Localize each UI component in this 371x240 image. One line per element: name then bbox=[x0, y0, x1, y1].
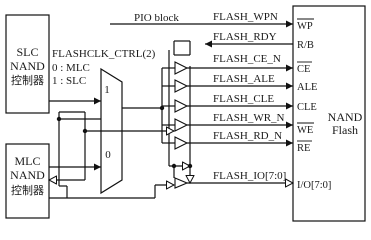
slc-controller-block: SLC NAND 控制器 bbox=[5, 14, 50, 114]
pin-we: WE bbox=[297, 125, 313, 136]
signal-flash-cle: FLASH_CLE bbox=[213, 93, 274, 105]
mux-select-label: FLASHCLK_CTRL(2) bbox=[52, 48, 156, 60]
controller-wiring bbox=[49, 40, 190, 199]
mux-output-fanout bbox=[122, 67, 175, 144]
bus-flash-io: FLASH_IO[7:0] bbox=[213, 170, 286, 182]
junction-dots bbox=[56, 105, 193, 169]
pin-cle: CLE bbox=[297, 102, 317, 113]
pin-ale: ALE bbox=[297, 82, 317, 93]
pin-rb: R/B bbox=[297, 40, 314, 51]
signal-flash-rdy: FLASH_RDY bbox=[213, 31, 277, 43]
nand-label-line1: NAND bbox=[328, 110, 363, 124]
pio-block-label: PIO block bbox=[134, 12, 179, 24]
mux-input-1-label: 1 bbox=[104, 84, 110, 96]
nand-flash-controller-diagram: SLC NAND 控制器 MLC NAND 控制器 NAND Flash 1 0… bbox=[5, 5, 366, 222]
mux-option-1: 1 : SLC bbox=[52, 75, 86, 87]
slc-label-line1: SLC bbox=[16, 45, 38, 59]
mlc-label-line1: MLC bbox=[14, 154, 40, 168]
mlc-label-line2: NAND bbox=[10, 168, 45, 182]
pin-ce: CE bbox=[297, 64, 310, 75]
slc-label-line2: NAND bbox=[10, 59, 45, 73]
nand-label-line2: Flash bbox=[332, 123, 358, 137]
buffers bbox=[174, 61, 189, 189]
pin-io: I/O[7:0] bbox=[297, 180, 331, 191]
nand-flash-block: NAND Flash bbox=[292, 5, 366, 222]
mlc-controller-block: MLC NAND 控制器 bbox=[5, 143, 50, 219]
pin-re: RE bbox=[297, 143, 310, 154]
pin-wp: WP bbox=[297, 21, 313, 32]
signal-flash-wpn: FLASH_WPN bbox=[213, 11, 278, 23]
signal-lines bbox=[187, 20, 293, 183]
signal-flash-ale: FLASH_ALE bbox=[213, 73, 275, 85]
signal-flash-wr-n: FLASH_WR_N bbox=[213, 112, 285, 124]
signal-flash-rd-n: FLASH_RD_N bbox=[213, 130, 282, 142]
mux-option-0: 0 : MLC bbox=[52, 62, 90, 74]
slc-label-line3: 控制器 bbox=[11, 73, 44, 87]
mlc-label-line3: 控制器 bbox=[11, 183, 44, 197]
signal-flash-ce-n: FLASH_CE_N bbox=[213, 53, 281, 65]
mux-input-0-label: 0 bbox=[105, 149, 111, 161]
